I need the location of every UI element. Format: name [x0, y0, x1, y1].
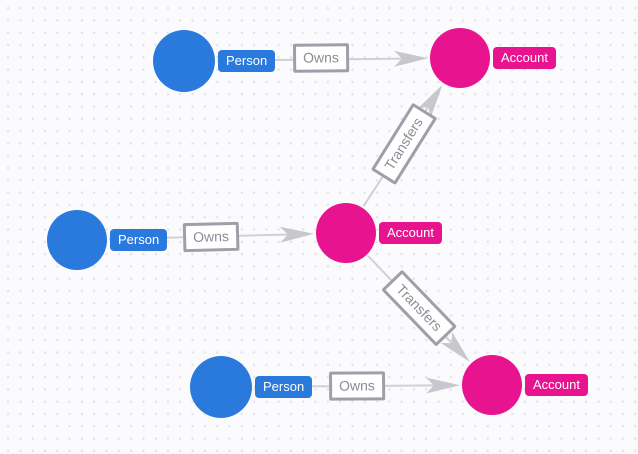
node-account[interactable]	[430, 28, 490, 88]
node-label-account[interactable]: Account	[525, 374, 588, 396]
node-label-person[interactable]: Person	[255, 376, 313, 398]
edge-label-owns[interactable]: Owns	[182, 221, 240, 253]
node-label-person[interactable]: Person	[110, 229, 168, 251]
node-person[interactable]	[47, 210, 107, 270]
edge-label-transfers[interactable]: Transfers	[370, 102, 438, 186]
edge-arrowhead-icon	[417, 84, 443, 118]
edge-arrowhead-icon	[440, 331, 470, 362]
node-account[interactable]	[316, 203, 376, 263]
node-account[interactable]	[462, 355, 522, 415]
edge-arrowhead-icon	[425, 377, 460, 394]
node-label-account[interactable]: Account	[493, 47, 556, 69]
edge-label-transfers[interactable]: Transfers	[381, 269, 457, 347]
node-label-person[interactable]: Person	[218, 50, 276, 72]
edge-arrowhead-icon	[393, 50, 428, 67]
edge-arrowhead-icon	[279, 226, 314, 243]
node-person[interactable]	[190, 356, 252, 418]
node-label-account[interactable]: Account	[379, 222, 442, 244]
edge-label-owns[interactable]: Owns	[329, 371, 385, 401]
node-person[interactable]	[153, 30, 215, 92]
edge-label-owns[interactable]: Owns	[292, 43, 350, 73]
